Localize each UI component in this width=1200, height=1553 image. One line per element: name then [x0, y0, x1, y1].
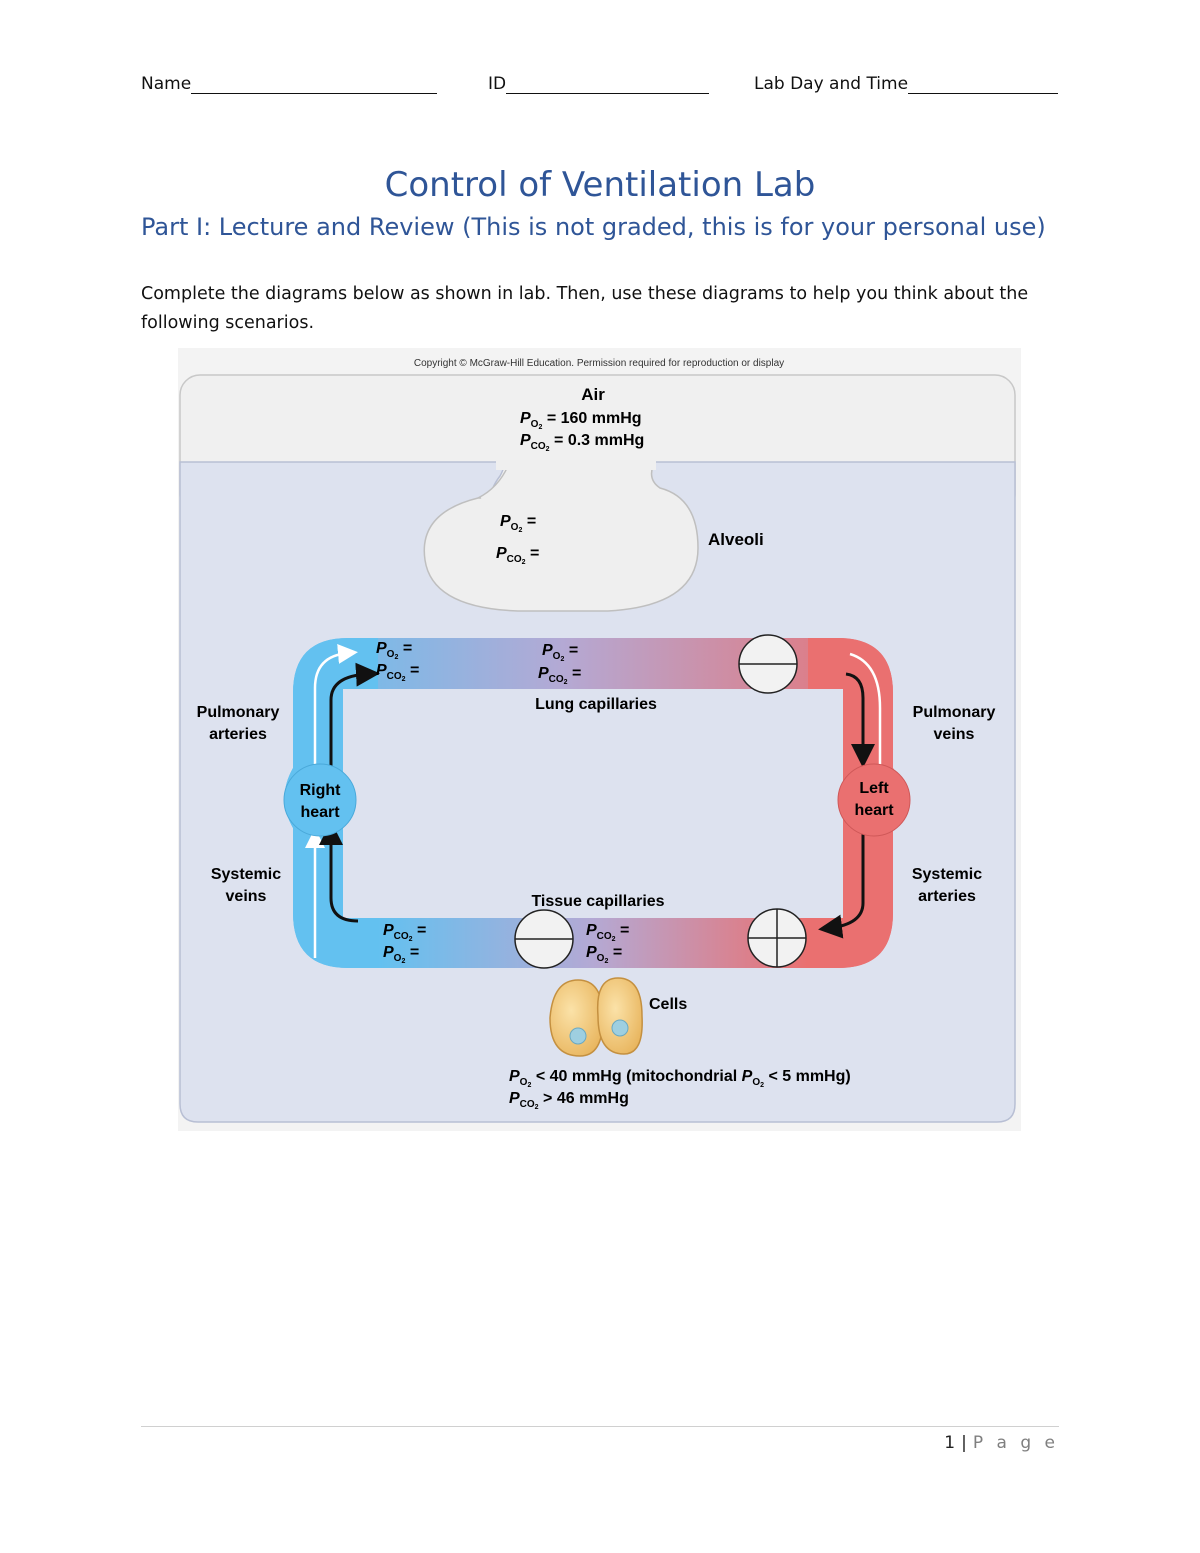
pulmonary-arteries-label-1: Pulmonary	[197, 704, 280, 721]
svg-text:PCO2 =: PCO2 =	[496, 545, 539, 566]
page-word: P a g e	[972, 1433, 1059, 1453]
svg-text:PO2 =: PO2 =	[542, 642, 578, 663]
air-label: Air	[581, 385, 605, 404]
page-title: Control of Ventilation Lab	[384, 165, 816, 205]
lab-day-time-field[interactable]: Lab Day and Time	[754, 74, 1059, 94]
svg-text:PO2 =: PO2 =	[376, 640, 412, 661]
left-heart-label-1: Left	[859, 780, 889, 797]
lab-day-time-blank[interactable]	[908, 76, 1059, 94]
cells-illustration	[549, 977, 643, 1057]
cells-mito-value: < 5 mmHg)	[768, 1068, 850, 1085]
air-values: PO2 = 160 mmHg PCO2 = 0.3 mmHg	[520, 410, 644, 453]
svg-text:PO2 < 40 mmHg (mitochondrial P: PO2 < 40 mmHg (mitochondrial PO2 < 5 mmH…	[509, 1068, 851, 1089]
cell-values: PO2 < 40 mmHg (mitochondrial PO2 < 5 mmH…	[509, 1068, 851, 1111]
lung-capillary-blanks: PO2 = PCO2 = PO2 = PCO2 =	[376, 640, 581, 686]
systemic-veins-label-1: Systemic	[211, 866, 281, 883]
alveoli-label: Alveoli	[708, 530, 764, 549]
lung-capillaries-label: Lung capillaries	[535, 696, 657, 713]
name-field[interactable]: Name	[141, 74, 438, 94]
cells-pco2-value: > 46 mmHg	[543, 1090, 629, 1107]
svg-text:PCO2 =: PCO2 =	[383, 922, 426, 943]
svg-text:PO2 = 160 mmHg: PO2 = 160 mmHg	[520, 410, 642, 431]
cells-label: Cells	[649, 996, 687, 1013]
tissue-capillary-blanks: PCO2 = PO2 = PCO2 = PO2 =	[383, 922, 629, 965]
page-number: 1	[944, 1433, 956, 1453]
alveolus	[423, 465, 699, 612]
svg-text:PCO2 = 0.3 mmHg: PCO2 = 0.3 mmHg	[520, 432, 644, 453]
air-po2-value: = 160 mmHg	[547, 410, 642, 427]
svg-text:PO2 =: PO2 =	[500, 513, 536, 534]
part-heading: Part I: Lecture and Review (This is not …	[141, 213, 1046, 241]
footer-divider	[141, 1426, 1059, 1427]
svg-text:PO2 =: PO2 =	[383, 944, 419, 965]
copyright-text: Copyright © McGraw-Hill Education. Permi…	[414, 358, 784, 369]
lung-exchange-circle	[738, 634, 798, 694]
cells-po2-value: < 40 mmHg (mitochondrial	[536, 1068, 737, 1085]
tissue-exchange-circle-right	[747, 908, 807, 968]
systemic-arteries-label-2: arteries	[918, 888, 976, 905]
alveolar-blanks: PO2 = PCO2 =	[496, 513, 539, 566]
id-label: ID	[488, 74, 507, 94]
pulmonary-veins-label-1: Pulmonary	[913, 704, 996, 721]
svg-text:PCO2 =: PCO2 =	[586, 922, 629, 943]
lab-day-time-label: Lab Day and Time	[754, 74, 909, 94]
left-heart-label-2: heart	[854, 802, 894, 819]
footer-separator: |	[961, 1433, 967, 1453]
id-blank[interactable]	[506, 76, 710, 94]
name-label: Name	[141, 74, 192, 94]
gas-exchange-diagram: Copyright © McGraw-Hill Education. Permi…	[178, 348, 1021, 1131]
intro-text: Complete the diagrams below as shown in …	[141, 284, 1029, 333]
svg-text:PCO2 > 46 mmHg: PCO2 > 46 mmHg	[509, 1090, 629, 1111]
svg-text:PCO2 =: PCO2 =	[376, 662, 419, 683]
right-heart-label-1: Right	[300, 782, 342, 799]
air-pco2-value: = 0.3 mmHg	[554, 432, 644, 449]
page-footer: 1|P a g e	[944, 1433, 1059, 1453]
systemic-arteries-label-1: Systemic	[912, 866, 982, 883]
systemic-veins-label-2: veins	[226, 888, 267, 905]
svg-text:PO2 =: PO2 =	[586, 944, 622, 965]
id-field[interactable]: ID	[488, 74, 710, 94]
name-blank[interactable]	[191, 76, 438, 94]
pulmonary-veins-label-2: veins	[934, 726, 975, 743]
tissue-capillaries-label: Tissue capillaries	[531, 893, 664, 910]
tissue-exchange-circle-left	[514, 909, 574, 969]
right-heart-label-2: heart	[300, 804, 340, 821]
pulmonary-arteries-label-2: arteries	[209, 726, 267, 743]
svg-text:PCO2 =: PCO2 =	[538, 665, 581, 686]
